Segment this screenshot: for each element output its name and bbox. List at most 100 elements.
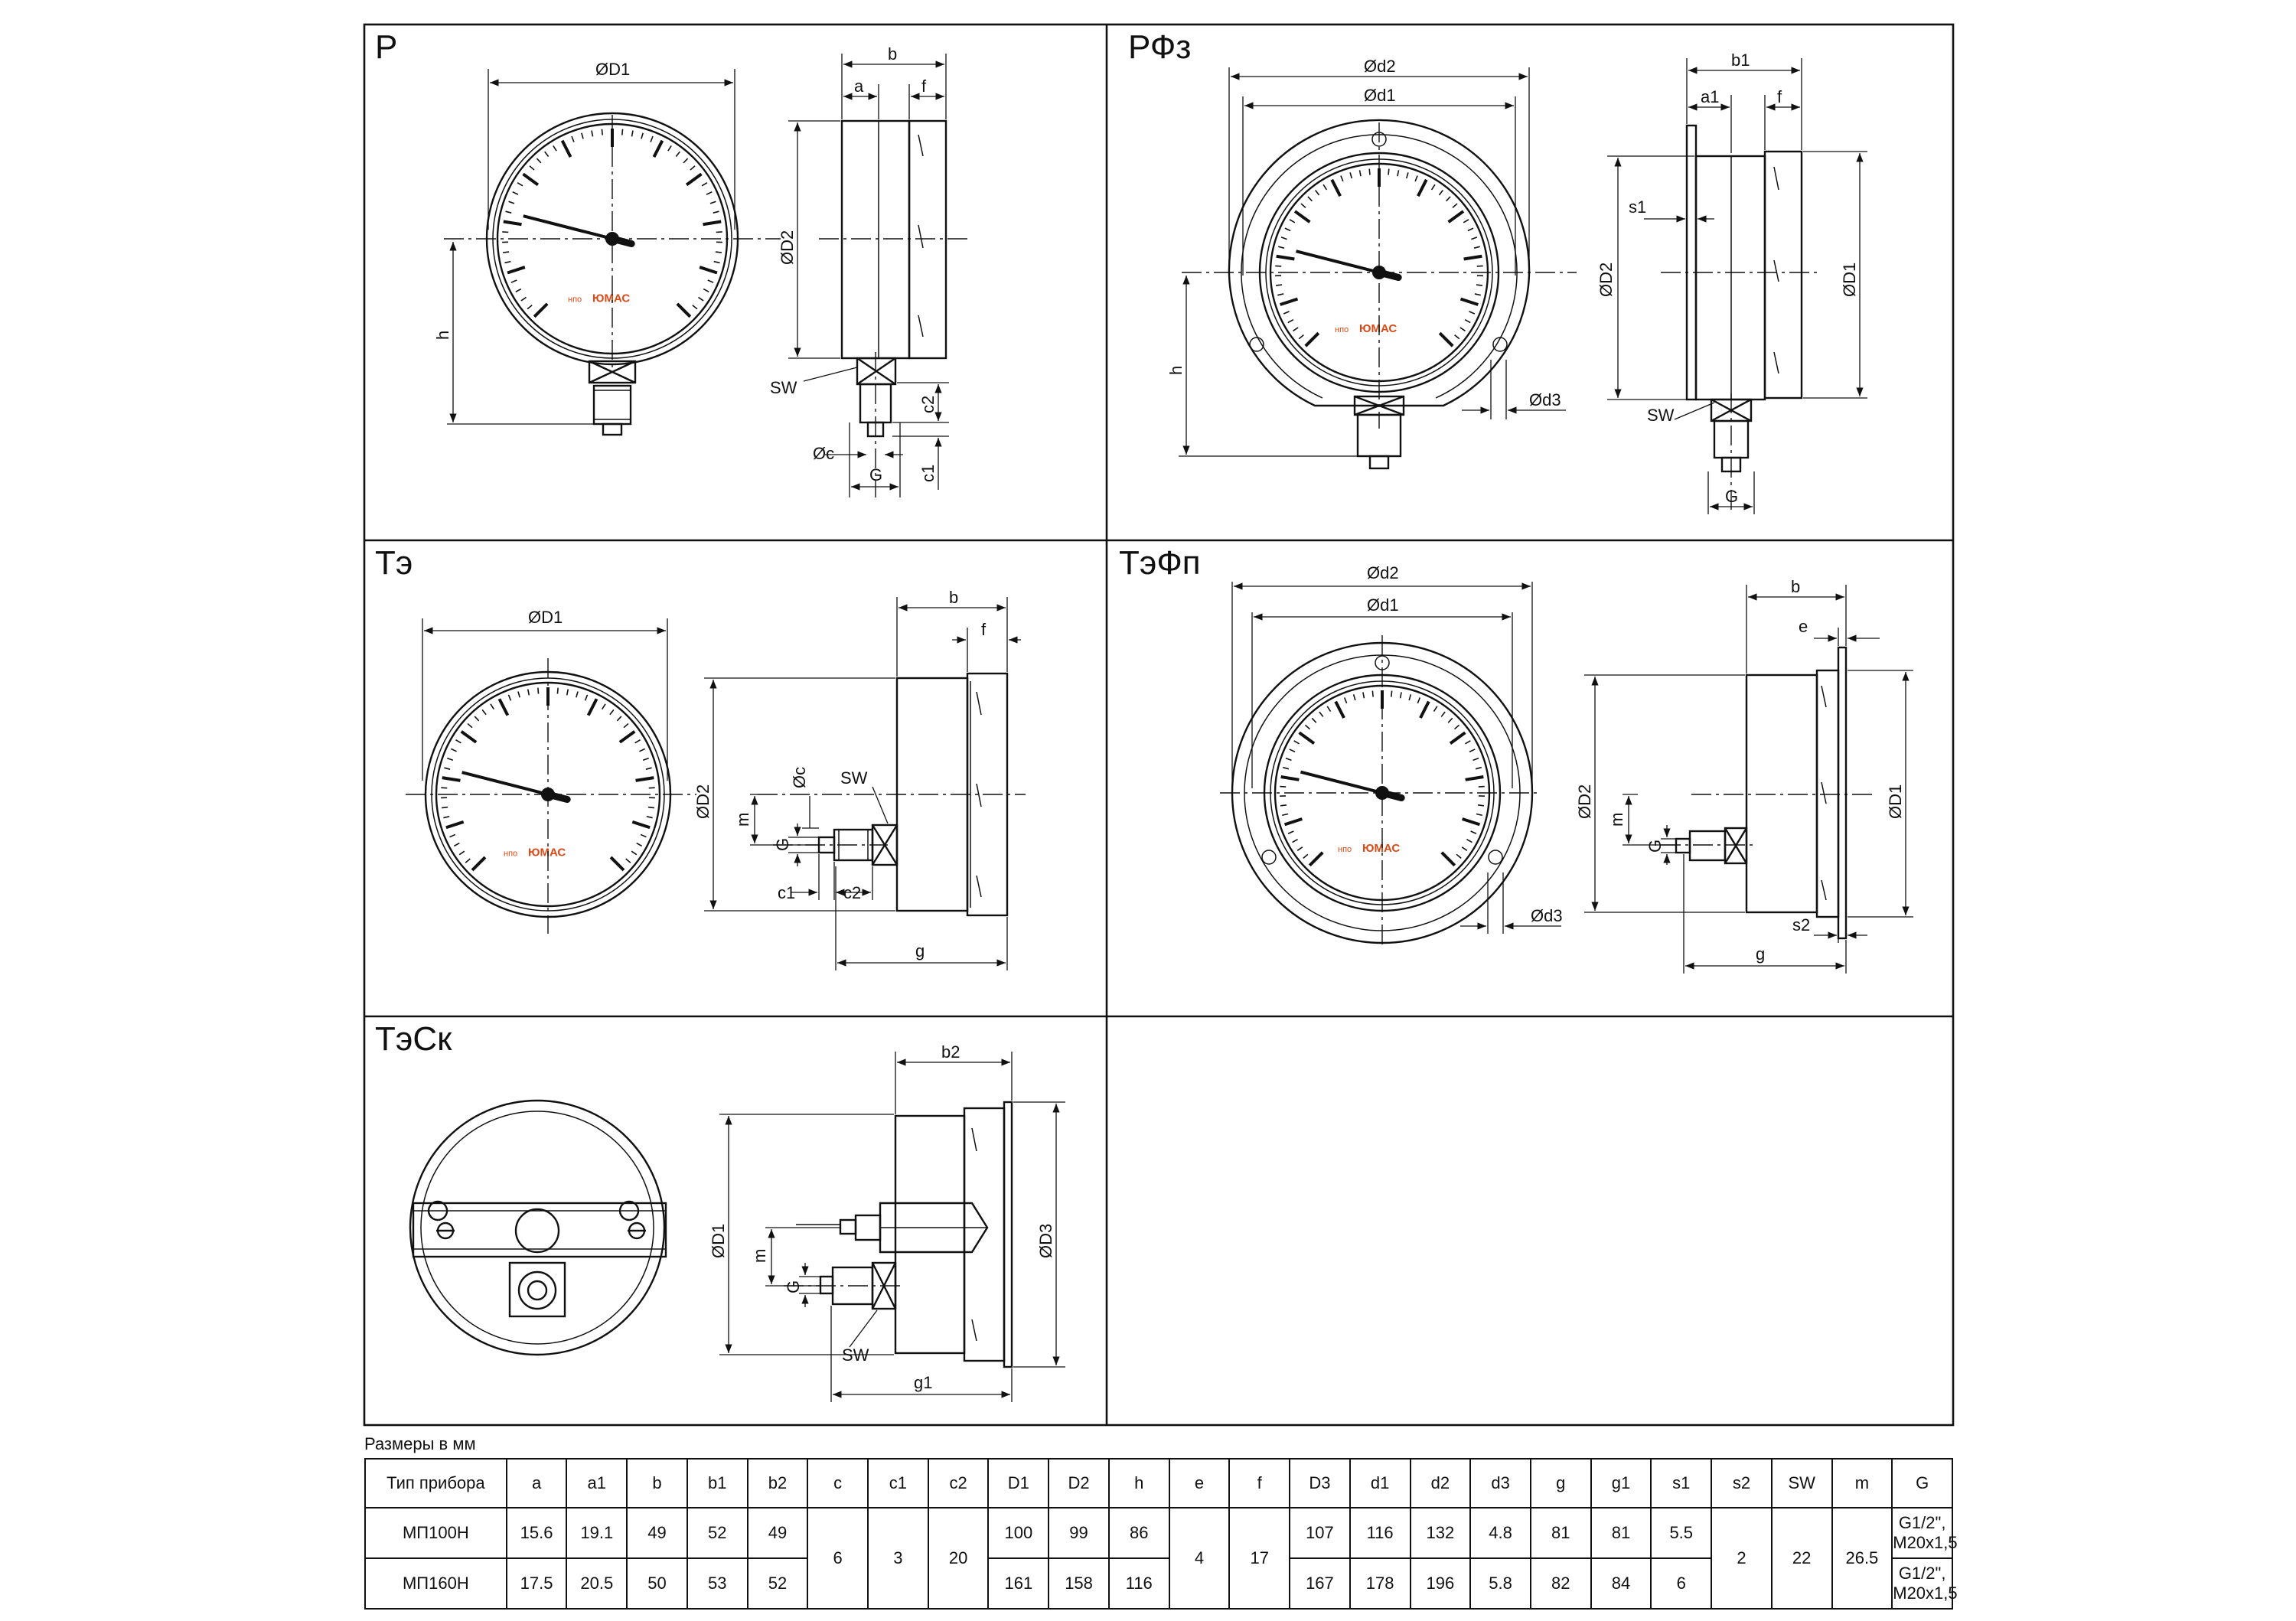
cell-c2: 20 xyxy=(927,1507,990,1610)
minor-tick xyxy=(481,709,487,716)
minor-tick xyxy=(1280,804,1287,807)
dim-label-te-sw: SW xyxy=(840,768,868,788)
major-tick xyxy=(442,776,461,782)
dim-label-p-b: b xyxy=(888,44,897,64)
minor-tick xyxy=(512,191,519,195)
minor-tick xyxy=(683,158,689,164)
major-tick xyxy=(1440,851,1456,867)
minor-tick xyxy=(515,288,522,293)
cell-a1: 20.5 xyxy=(566,1557,628,1610)
major-tick xyxy=(652,139,664,158)
minor-tick xyxy=(576,691,579,698)
minor-tick xyxy=(631,130,634,137)
major-tick xyxy=(445,820,465,830)
minor-tick xyxy=(1467,227,1474,232)
major-tick xyxy=(1283,817,1303,827)
minor-tick xyxy=(1307,196,1313,202)
minor-tick xyxy=(1304,724,1311,730)
minor-tick xyxy=(609,709,615,716)
dim-label-tefp-d3: Ød3 xyxy=(1531,906,1563,925)
minor-tick xyxy=(442,806,448,809)
major-tick xyxy=(522,172,540,187)
minor-tick xyxy=(1454,334,1460,340)
minor-tick xyxy=(1459,327,1466,332)
major-tick xyxy=(1293,210,1311,223)
dim-label-tefp-m: m xyxy=(1607,813,1626,827)
p-side-view xyxy=(788,54,967,497)
minor-tick xyxy=(647,806,654,809)
major-tick xyxy=(618,730,636,744)
rfz-side-view xyxy=(1607,58,1867,514)
major-tick xyxy=(586,698,598,716)
minor-tick xyxy=(1473,246,1480,249)
dim-label-rfz-s1: s1 xyxy=(1629,197,1646,217)
tesk-back-view xyxy=(409,1099,667,1356)
minor-tick xyxy=(634,739,641,744)
minor-tick xyxy=(709,201,716,204)
tesk-side-view xyxy=(719,1052,1065,1402)
major-tick xyxy=(1419,700,1430,719)
minor-tick xyxy=(502,231,509,233)
minor-tick xyxy=(690,165,696,171)
dim-label-p-h: h xyxy=(433,331,452,340)
minor-tick xyxy=(458,850,465,856)
major-tick xyxy=(1465,775,1484,781)
minor-tick xyxy=(1352,694,1356,701)
logo-prefix: нпо xyxy=(1338,845,1352,854)
minor-tick xyxy=(474,716,480,722)
minor-tick xyxy=(631,850,638,856)
logo-text: ЮМАС xyxy=(1359,322,1397,335)
header-cell: D3 xyxy=(1289,1458,1351,1508)
logo-text: ЮМАС xyxy=(592,292,630,305)
dim-label-rfz-h: h xyxy=(1166,366,1186,375)
minor-tick xyxy=(645,767,652,770)
header-cell: g xyxy=(1529,1458,1592,1508)
major-tick xyxy=(1463,254,1482,261)
header-cell: f xyxy=(1228,1458,1291,1508)
major-tick xyxy=(1447,210,1465,223)
cell-d1-small: 178 xyxy=(1349,1557,1411,1610)
dim-label-te-m: m xyxy=(733,813,752,827)
major-tick xyxy=(1304,331,1320,347)
minor-tick xyxy=(1322,184,1328,191)
te-side-view xyxy=(704,597,1026,970)
section-title-te: Тэ xyxy=(375,544,413,582)
major-tick xyxy=(1308,851,1324,867)
cell-e: 4 xyxy=(1168,1507,1231,1610)
minor-tick xyxy=(1293,327,1299,332)
minor-tick xyxy=(716,231,722,233)
header-cell: a xyxy=(505,1458,568,1508)
table-header-row: Тип прибора a a1 b b1 b2 c c1 c2 D1 D2 h… xyxy=(364,1458,1953,1508)
minor-tick xyxy=(706,191,713,195)
logo-prefix: нпо xyxy=(504,849,517,858)
minor-tick xyxy=(467,722,473,729)
header-cell: g1 xyxy=(1590,1458,1652,1508)
minor-tick xyxy=(1452,203,1458,208)
dim-label-p-c1: c1 xyxy=(918,465,938,482)
minor-tick xyxy=(544,151,550,158)
cell-type: МП100Н xyxy=(364,1507,507,1559)
minor-tick xyxy=(701,182,708,187)
minor-tick xyxy=(1358,170,1362,177)
minor-tick xyxy=(715,251,722,253)
major-tick xyxy=(631,820,651,830)
table-caption: Размеры в мм xyxy=(364,1434,476,1453)
header-cell: D1 xyxy=(987,1458,1050,1508)
cell-m: 26.5 xyxy=(1831,1507,1893,1610)
minor-tick xyxy=(1476,813,1482,817)
minor-tick xyxy=(1293,740,1300,745)
minor-tick xyxy=(508,201,515,204)
major-tick xyxy=(1438,331,1454,347)
cell-b2: 49 xyxy=(746,1507,809,1559)
cell-d3-small: 5.8 xyxy=(1469,1557,1531,1610)
major-tick xyxy=(1459,297,1479,306)
minor-tick xyxy=(1414,175,1418,182)
cell-a1: 19.1 xyxy=(566,1507,628,1559)
minor-tick xyxy=(1319,711,1324,717)
minor-tick xyxy=(507,694,512,701)
cell-s1: 5.5 xyxy=(1650,1507,1713,1559)
minor-tick xyxy=(1447,717,1453,723)
cell-g1: 84 xyxy=(1590,1557,1652,1610)
minor-tick xyxy=(1296,846,1303,851)
